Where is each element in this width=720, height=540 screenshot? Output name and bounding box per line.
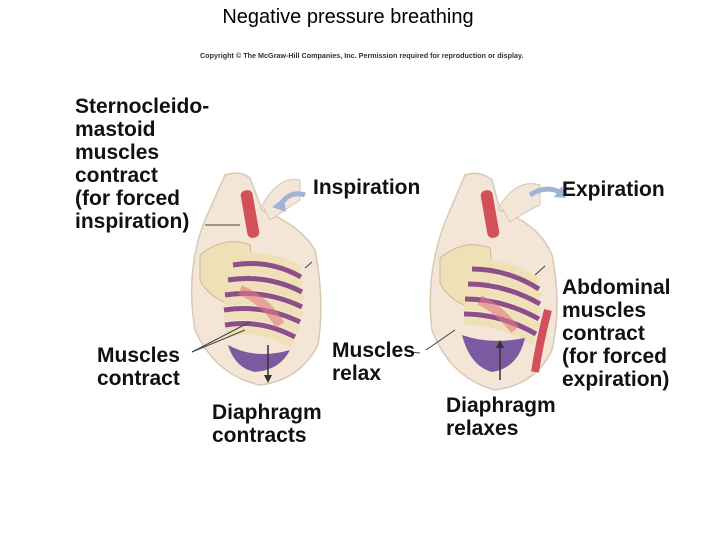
slide-title: Negative pressure breathing <box>222 6 474 28</box>
inspiration-torso-figure <box>190 172 322 386</box>
label-diaphragm-relaxes: Diaphragm relaxes <box>446 394 556 440</box>
label-abdominal-muscles: Abdominal muscles contract (for forced e… <box>562 276 671 391</box>
label-leader-lines <box>191 224 546 354</box>
expiration-torso-figure <box>429 172 566 391</box>
label-expiration: Expiration <box>562 178 665 201</box>
label-diaphragm-contracts: Diaphragm contracts <box>212 401 322 447</box>
label-sternocleidomastoid: Sternocleido- mastoid muscles contract (… <box>75 95 210 233</box>
copyright-notice: Copyright © The McGraw-Hill Companies, I… <box>200 51 524 60</box>
label-inspiration: Inspiration <box>313 176 421 199</box>
label-muscles-relax: Muscles relax <box>332 339 415 385</box>
label-muscles-contract: Muscles contract <box>97 344 180 390</box>
